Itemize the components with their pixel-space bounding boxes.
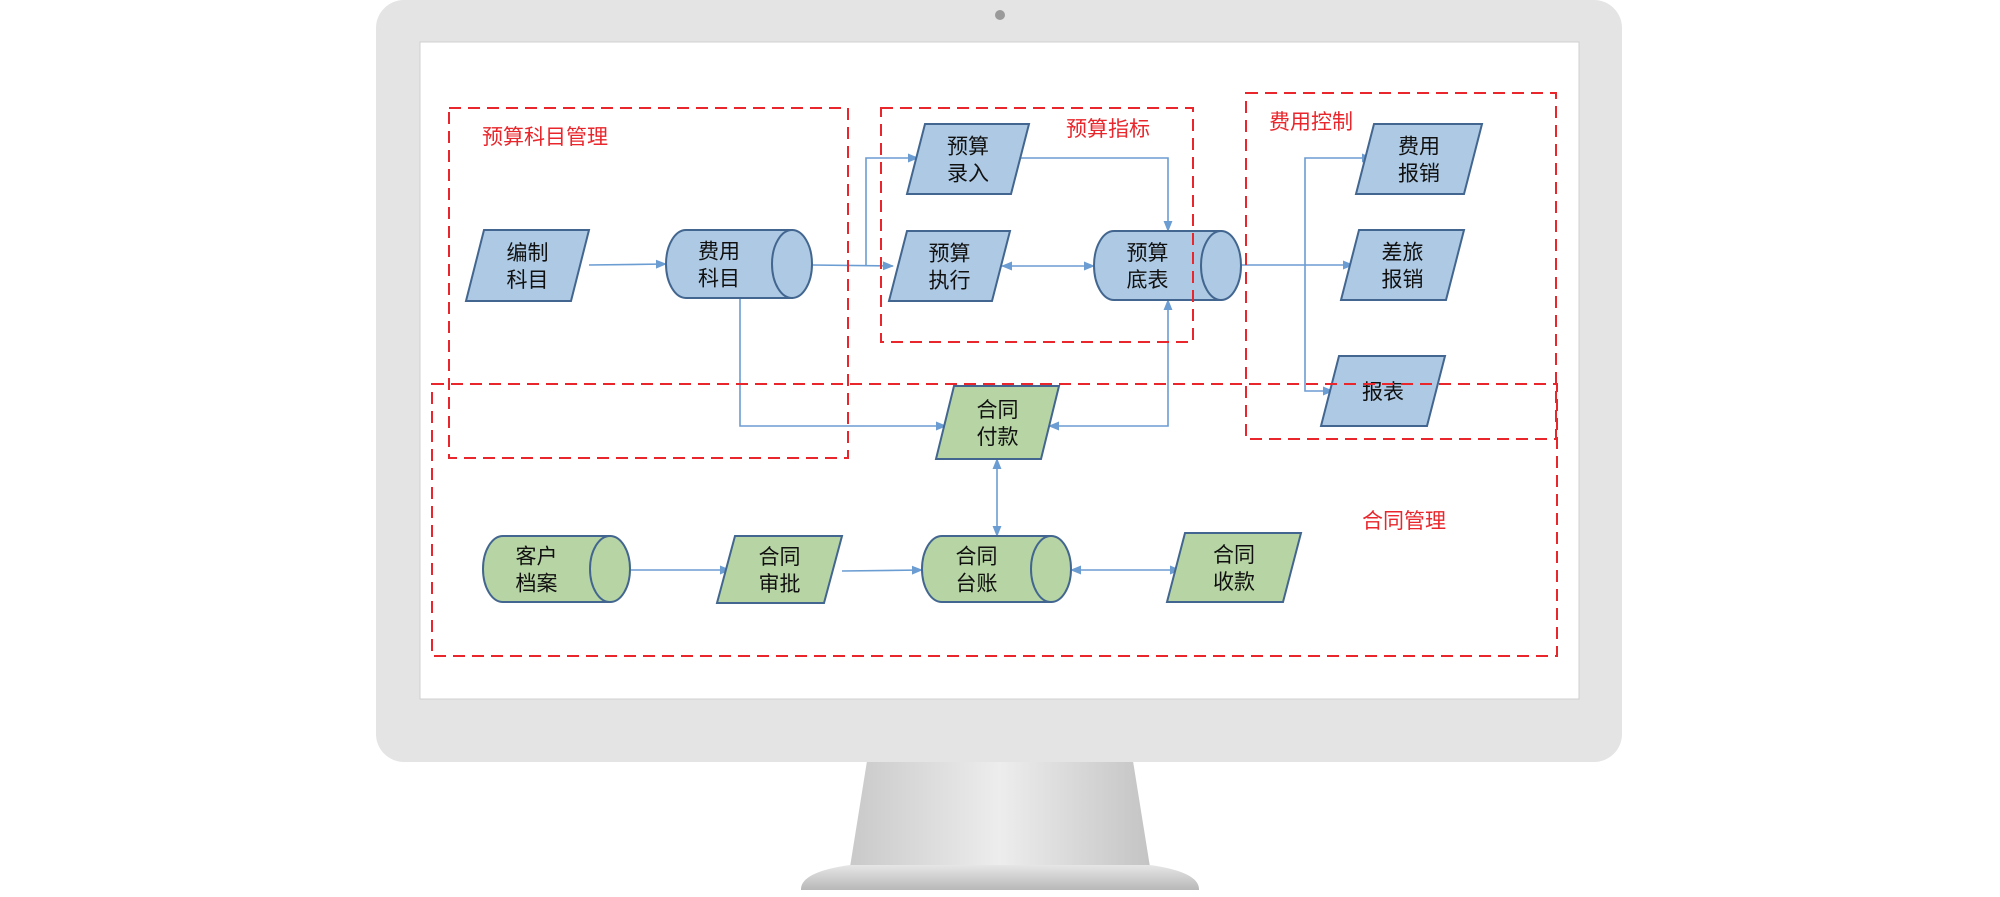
- node-label: 合同: [956, 545, 998, 569]
- node-label: 报销: [1382, 268, 1424, 292]
- node-label: 录入: [947, 162, 989, 186]
- node-label: 合同: [1213, 543, 1255, 567]
- node-label: 差旅: [1382, 241, 1424, 265]
- connector-arrow: [1304, 153, 1374, 265]
- group-label-budget-indicator: 预算指标: [1066, 117, 1150, 141]
- flow-nodes: 编制科目费用科目预算录入预算执行预算底表费用报销差旅报销报表合同付款客户档案合同…: [464, 123, 1484, 604]
- parallelogram-shape: [887, 230, 1012, 302]
- cylinder-shape: [921, 535, 1052, 603]
- parallelogram-shape: [715, 535, 844, 604]
- connector-arrow: [811, 261, 895, 271]
- cylinder-end: [771, 229, 813, 299]
- node-label: 底表: [1127, 268, 1169, 292]
- node-label: 执行: [929, 269, 971, 293]
- node-label: 合同: [977, 398, 1019, 422]
- node-label: 档案: [516, 572, 558, 596]
- node-label: 收款: [1213, 570, 1255, 594]
- node-label: 预算: [1127, 241, 1169, 265]
- group-box-contract-mgmt: [431, 383, 1558, 657]
- connector-arrow: [865, 153, 920, 265]
- connector-arrow: [841, 565, 924, 575]
- connector-arrow: [588, 259, 668, 269]
- parallelogram-shape: [464, 229, 591, 302]
- node-label: 科目: [698, 267, 740, 291]
- parallelogram-shape: [1354, 123, 1484, 195]
- parallelogram-shape: [1165, 532, 1303, 603]
- monitor-stand-neck: [850, 761, 1150, 867]
- cylinder-shape: [665, 229, 793, 299]
- cylinder-end: [589, 535, 631, 603]
- node-label: 客户: [516, 545, 558, 569]
- group-box-budget-subject-mgmt: [448, 107, 849, 459]
- node-label: 科目: [507, 268, 549, 292]
- cylinder-end: [1200, 230, 1242, 301]
- node-label: 预算: [947, 135, 989, 159]
- monitor-stand-base: [800, 865, 1200, 890]
- parallelogram-shape: [1339, 229, 1466, 301]
- node-label: 报销: [1398, 162, 1440, 186]
- cylinder-shape: [1093, 230, 1222, 301]
- cylinder-shape: [482, 535, 611, 603]
- connector-arrow: [1304, 265, 1335, 396]
- cylinder-end: [1030, 535, 1072, 603]
- group-label-contract-mgmt: 合同管理: [1362, 509, 1446, 533]
- node-label: 费用: [1398, 135, 1440, 159]
- node-label: 台账: [956, 572, 998, 596]
- node-label: 付款: [977, 425, 1019, 449]
- group-box-budget-indicator: [880, 107, 1194, 343]
- connector-arrow: [1020, 157, 1173, 233]
- group-label-expense-control: 费用控制: [1269, 110, 1353, 134]
- node-label: 合同: [759, 545, 801, 569]
- connector-arrow: [739, 298, 948, 431]
- parallelogram-shape: [1319, 355, 1447, 427]
- group-box-expense-control: [1245, 92, 1557, 440]
- node-label: 预算: [929, 242, 971, 266]
- parallelogram-shape: [905, 123, 1031, 195]
- node-label: 费用: [698, 240, 740, 264]
- node-report[interactable]: 报表: [1319, 355, 1447, 427]
- camera-icon: [995, 10, 1005, 20]
- group-label-budget-subject-mgmt: 预算科目管理: [482, 125, 608, 149]
- connectors: [588, 153, 1374, 575]
- parallelogram-shape: [934, 385, 1061, 460]
- node-label: 编制: [507, 241, 549, 265]
- node-label: 审批: [759, 572, 801, 596]
